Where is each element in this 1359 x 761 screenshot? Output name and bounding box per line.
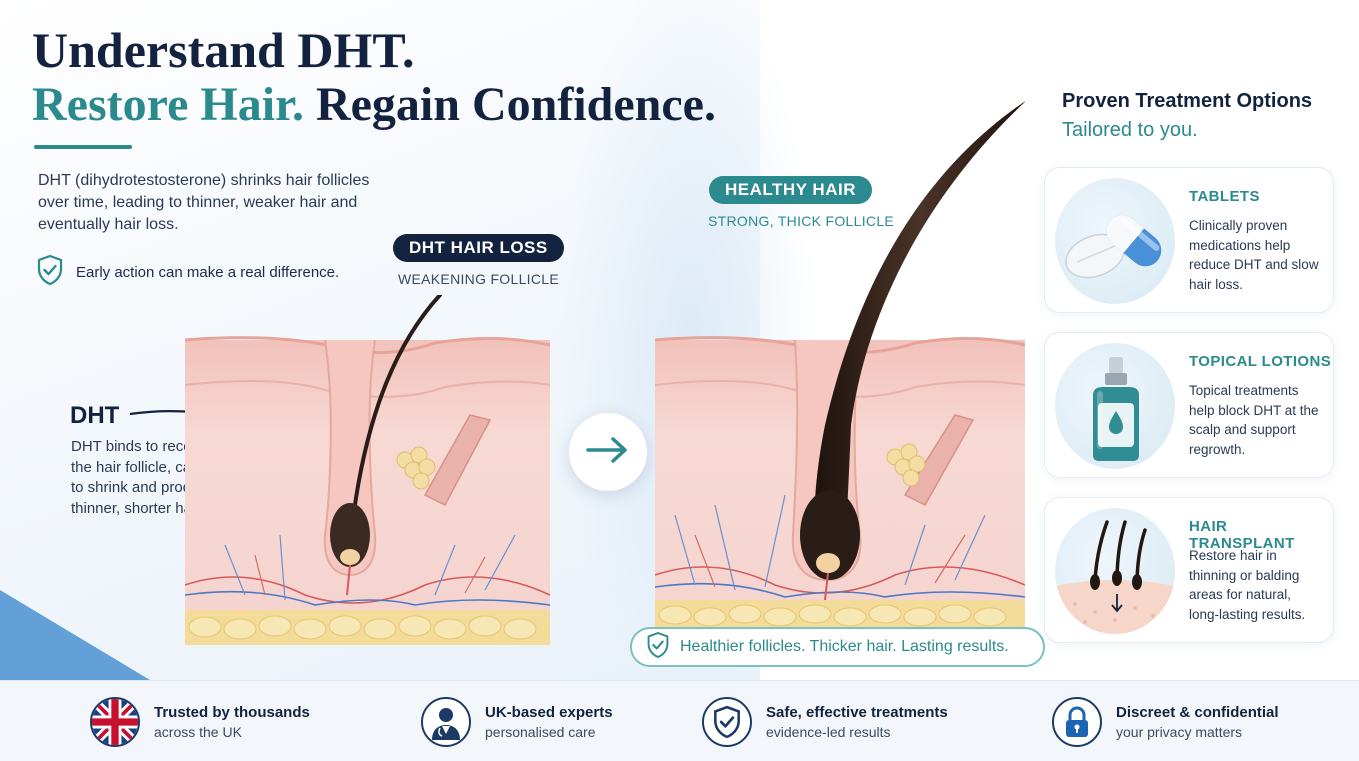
trust-item-text: Trusted by thousands across the UK [154, 704, 310, 740]
trust-item-safe: Safe, effective treatments evidence-led … [702, 697, 948, 747]
shield-check-icon [646, 631, 670, 664]
trust-item-subtitle: your privacy matters [1116, 724, 1243, 740]
trust-item-discreet: Discreet & confidential your privacy mat… [1052, 697, 1279, 747]
trust-item-subtitle: personalised care [485, 724, 596, 740]
topical-lotions-text: Topical treatments help block DHT at the… [1189, 383, 1319, 457]
dht-callout-title: DHT [70, 402, 120, 429]
treatment-card-tablets: TABLETS Clinically proven medications he… [1044, 167, 1334, 313]
shield-check-icon [36, 254, 64, 290]
weak-follicle-illustration [185, 295, 550, 645]
trust-item-thousands: Trusted by thousands across the UK [90, 697, 310, 747]
topical-lotions-title: TOPICAL LOTIONS [1189, 353, 1332, 370]
headline-line-2: Restore Hair. Regain Confidence. [32, 78, 716, 132]
healthy-follicle-illustration [655, 101, 1025, 630]
hair-transplant-title: HAIR TRANSPLANT [1189, 518, 1295, 552]
early-action-text: Early action can make a real difference. [76, 263, 340, 281]
transition-arrow [569, 413, 647, 491]
trust-item-title: Trusted by thousands [154, 704, 310, 721]
strong-follicle-caption: STRONG, THICK FOLLICLE [708, 213, 895, 229]
hair-transplant-text: Restore hair in thinning or balding area… [1189, 548, 1306, 622]
hair-transplant-icon [1055, 508, 1175, 634]
early-action-note: Early action can make a real difference. [36, 254, 339, 290]
trust-item-subtitle: across the UK [154, 724, 242, 740]
results-tagline: Healthier follicles. Thicker hair. Lasti… [630, 627, 1045, 667]
lock-icon [1052, 697, 1102, 747]
treatments-subtitle: Tailored to you. [1062, 119, 1198, 141]
trust-item-subtitle: evidence-led results [766, 724, 891, 740]
headline-navy: Regain Confidence. [315, 78, 716, 131]
intro-text: DHT (dihydrotestosterone) shrinks hair f… [38, 172, 370, 233]
tablets-text: Clinically proven medications help reduc… [1189, 218, 1319, 292]
treatment-card-topical-lotions: TOPICAL LOTIONS Topical treatments help … [1044, 332, 1334, 478]
trust-item-title: Safe, effective treatments [766, 704, 948, 721]
weakening-follicle-caption: WEAKENING FOLLICLE [398, 271, 559, 287]
trust-item-title: UK-based experts [485, 704, 613, 721]
headline: Understand DHT. Restore Hair. Regain Con… [32, 22, 716, 132]
trust-item-text: Discreet & confidential your privacy mat… [1116, 704, 1279, 740]
trust-footer: Trusted by thousands across the UK UK-ba… [0, 680, 1359, 761]
trust-item-text: Safe, effective treatments evidence-led … [766, 704, 948, 740]
tablets-icon [1055, 178, 1175, 304]
dht-hair-loss-label: DHT HAIR LOSS [393, 234, 564, 262]
treatment-card-hair-transplant: HAIR TRANSPLANT Restore hair in thinning… [1044, 497, 1334, 643]
tagline-text: Healthier follicles. Thicker hair. Lasti… [680, 638, 1009, 655]
tablets-title: TABLETS [1189, 188, 1260, 205]
headline-teal: Restore Hair. [32, 78, 304, 131]
headline-underline [34, 145, 132, 149]
doctor-icon [421, 697, 471, 747]
shield-check-icon [702, 697, 752, 747]
lotion-bottle-icon [1055, 343, 1175, 469]
trust-item-title: Discreet & confidential [1116, 704, 1279, 721]
corner-accent [0, 590, 150, 680]
trust-item-text: UK-based experts personalised care [485, 704, 613, 740]
treatments-title: Proven Treatment Options [1062, 90, 1313, 112]
trust-item-experts: UK-based experts personalised care [421, 697, 613, 747]
healthy-hair-label: HEALTHY HAIR [709, 176, 872, 204]
headline-line-1: Understand DHT. [32, 22, 415, 78]
arrow-right-icon [585, 435, 631, 470]
uk-flag-icon [90, 697, 140, 747]
